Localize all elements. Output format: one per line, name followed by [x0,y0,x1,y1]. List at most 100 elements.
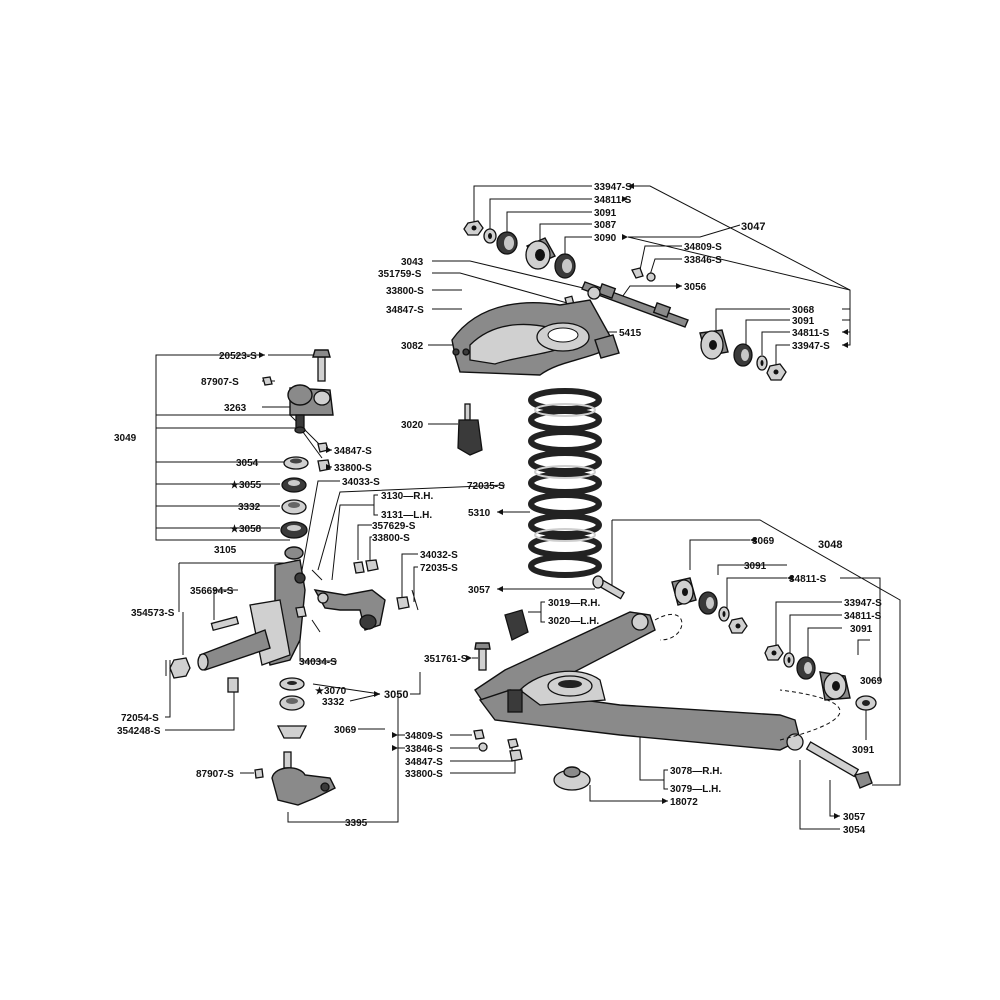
nut-33947s-top [463,220,484,236]
label-33947s-top: 33947-S [594,182,632,193]
label-3079: 3079—L.H. [670,784,721,795]
right-rear-bushing-parts [699,329,787,381]
label-3078: 3078—R.H. [670,766,722,777]
label-72054s: 72054-S [121,713,159,724]
label-3069-b: 3069 [860,676,883,687]
label-3332-b: 3332 [322,697,345,708]
upper-ball-joint-3263 [287,384,334,434]
label-3082: 3082 [401,341,424,352]
label-3090: 3090 [594,233,617,244]
nut-34847s-c [507,738,519,749]
label-87907s-b: 87907-S [196,769,234,780]
bolt-351761s [474,642,491,671]
pin-72035s-a [311,569,323,581]
nut-33947s-b [728,617,748,634]
label-34033s: 34033-S [342,477,380,488]
stud-34809s [631,267,644,279]
label-34034s: 34034-S [299,657,337,668]
bolt-354248s [227,677,239,693]
washer-3091-c [796,656,816,680]
label-34811s-b: 34811-S [789,574,827,585]
lower-right-bushing-parts [671,577,877,711]
label-3091-c: 3091 [850,624,873,635]
label-3054-a: 3054 [236,458,259,469]
washer-3091-d [855,695,877,711]
nut-33947s-c [764,644,784,661]
label-3020-b: 3020—L.H. [548,616,599,627]
bolt-357629s [353,561,365,574]
label-354573s: 354573-S [131,608,175,619]
label-3020-a: 3020 [401,420,424,431]
label-3049: 3049 [114,433,137,444]
label-5415: 5415 [619,328,642,339]
nut-33800s-d [509,749,523,762]
label-3057-b: 3057 [843,812,866,823]
nut-33947s-r [766,363,787,381]
label-3130: 3130—R.H. [381,491,433,502]
bushing-3069-b [819,671,851,701]
left-spindle-parts [262,349,334,560]
washer-34811s-b [718,606,730,622]
label-72035s-b: 72035-S [420,563,458,574]
bushing-3105 [284,546,304,560]
label-3019: 3019—R.H. [548,598,600,609]
shaft-3056 [581,281,689,328]
nut-34034s [295,606,307,618]
spring-seat-5415 [536,322,590,352]
label-34809s-a: 34809-S [684,242,722,253]
washer-34811s-r [756,355,768,371]
fitting-87907s-b [254,768,264,779]
label-3332-a: 3332 [238,502,261,513]
label-3050: 3050 [384,689,408,701]
label-34811s-c: 34811-S [844,611,882,622]
spindle-knuckle [197,559,306,671]
label-33800s-c: 33800-S [372,533,410,544]
label-87907s-a: 87907-S [201,377,239,388]
label-3068: 3068 [792,305,815,316]
small-hardware-left [165,559,419,693]
label-356694s: 356694-S [190,586,234,597]
nut-33800s-c [365,559,379,572]
lower-arm-3078 [474,611,841,751]
label-3087: 3087 [594,220,617,231]
label-3131: 3131—L.H. [381,510,432,521]
nut-33846s-b [478,742,488,752]
washer-3091-b [698,591,718,615]
lower-ball-joint-3395 [271,751,336,806]
washer-34811s-top [483,228,497,244]
label-33800s-b: 33800-S [334,463,372,474]
label-34811s-r: 34811-S [792,328,830,339]
label-3055: ★3055 [230,480,262,491]
bushing-3069-a [671,577,697,606]
label-72035s-a: 72035-S [467,481,505,492]
label-3056: 3056 [684,282,707,293]
label-34809s-b: 34809-S [405,731,443,742]
label-3091-r: 3091 [792,316,815,327]
label-351759s: 351759-S [378,269,422,280]
bushing-3087 [525,237,556,270]
label-33846s-b: 33846-S [405,744,443,755]
seal-3055 [281,477,307,493]
label-3091-b: 3091 [744,561,767,572]
label-351761s: 351761-S [424,654,468,665]
label-33947s-b: 33947-S [844,598,882,609]
upper-bushing-parts [463,220,689,328]
steering-arm-3130 [313,589,386,631]
stud-34809s-b [473,729,485,740]
label-3105: 3105 [214,545,237,556]
label-3263: 3263 [224,403,247,414]
washer-34811s-c [783,652,795,668]
bolt-3057-a [592,575,626,600]
bolt-3057-b [805,741,873,789]
bearing-3332-b [279,695,305,711]
pin-72035s-b [411,589,419,611]
lower-ball-joint-parts [254,677,523,806]
label-34847s-a: 34847-S [386,305,424,316]
label-5310: 5310 [468,508,491,519]
label-34847s-b: 34847-S [334,446,372,457]
washer-3091-r [733,343,753,367]
spring-seat-18072 [553,766,591,791]
bearing-3332-a [281,499,307,515]
label-3048: 3048 [818,539,842,551]
